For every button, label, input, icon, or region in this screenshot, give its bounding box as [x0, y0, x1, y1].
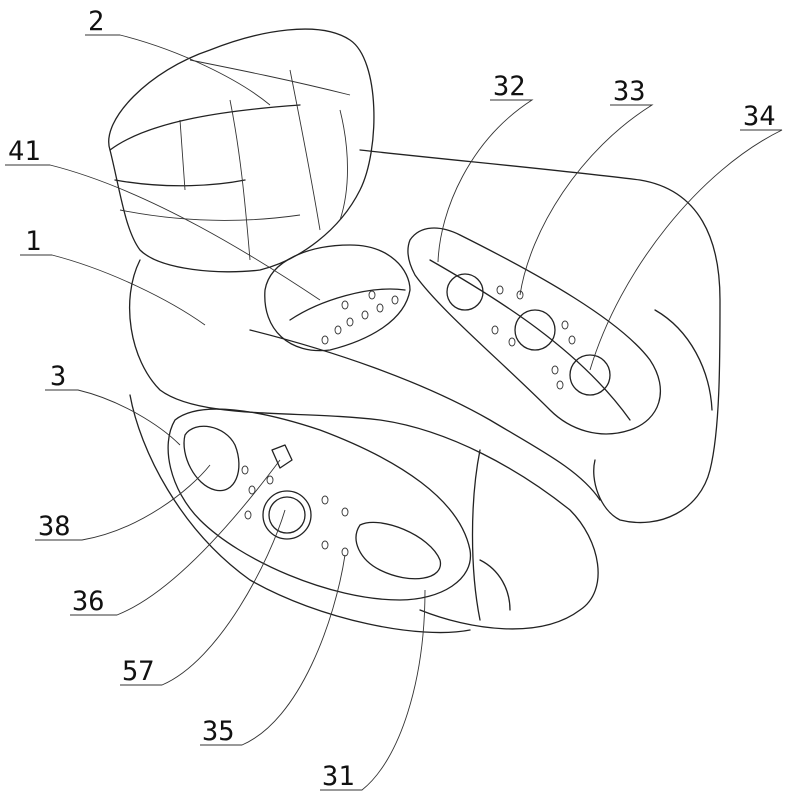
- label-31: 31: [322, 761, 355, 792]
- label-3: 3: [50, 361, 66, 392]
- leader-lines: [5, 34, 783, 791]
- label-36: 36: [72, 586, 105, 617]
- label-38: 38: [38, 511, 71, 542]
- label-35: 35: [202, 716, 235, 747]
- main-body: [129, 149, 721, 634]
- label-34: 34: [743, 101, 776, 132]
- lower-pad: [167, 408, 472, 601]
- head-part: [108, 28, 375, 273]
- label-33: 33: [613, 76, 646, 107]
- upper-pad: [264, 244, 411, 352]
- side-pad: [407, 227, 661, 435]
- label-1: 1: [25, 226, 41, 257]
- label-57: 57: [122, 656, 155, 687]
- label-41: 41: [8, 136, 41, 167]
- label-2: 2: [88, 6, 104, 37]
- label-32: 32: [493, 71, 526, 102]
